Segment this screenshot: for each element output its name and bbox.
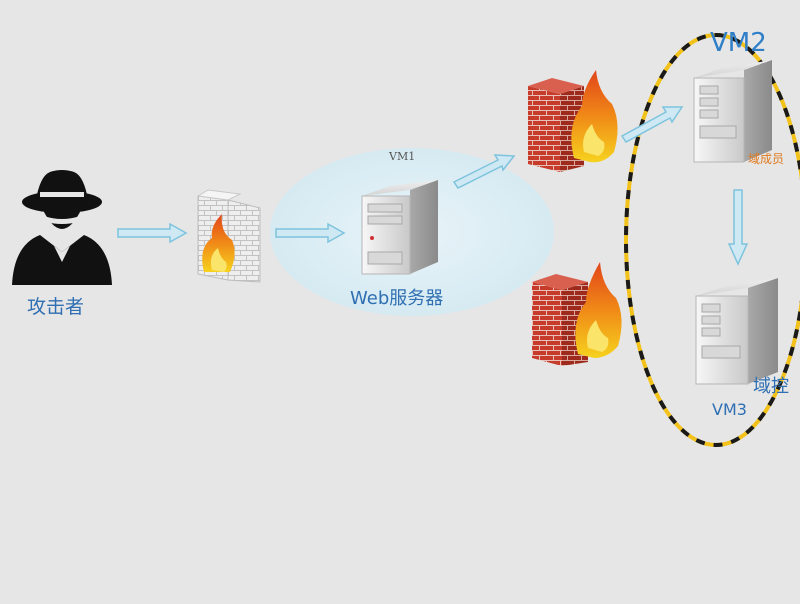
server-icon [361, 180, 438, 275]
arrow-member-to-controller [727, 189, 749, 266]
arrow-attacker-to-firewall [117, 222, 188, 244]
domain-group-ellipse [624, 33, 800, 447]
vm2-tag: VM2 [710, 28, 767, 58]
burning-firewall-icon [528, 70, 618, 172]
arrow-webserver-to-firewall [452, 154, 516, 189]
arrow-firewall-to-webserver [275, 222, 346, 244]
arrow-firewall-to-domain-member [620, 106, 684, 143]
web-server-label: Web服务器 [350, 288, 444, 309]
vm1-tag: VM1 [389, 150, 416, 163]
domain-controller-label: 域控 [753, 376, 789, 397]
domain-member-label: 域成员 [748, 152, 785, 166]
server-icon [695, 278, 778, 385]
burning-firewall-icon [532, 262, 622, 366]
attacker-label: 攻击者 [27, 296, 85, 318]
vm3-tag: VM3 [712, 400, 747, 419]
burning-firewall-icon [196, 189, 261, 283]
hacker-icon [12, 170, 112, 285]
server-icon [693, 60, 772, 163]
